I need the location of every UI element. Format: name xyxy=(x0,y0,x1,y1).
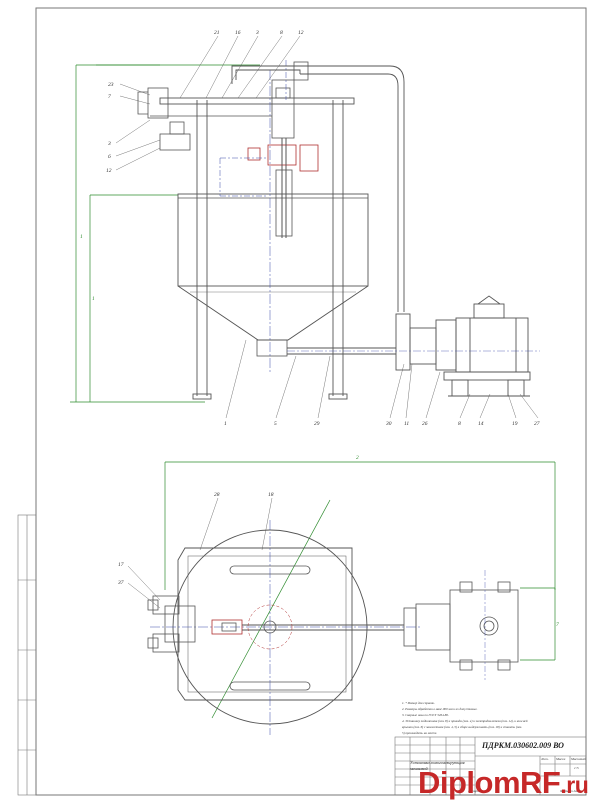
callout: 3 xyxy=(107,141,111,147)
sheet-label: Масса xyxy=(556,757,566,761)
tank-cone xyxy=(177,285,369,341)
callout: 12 xyxy=(298,30,304,36)
note-line: 3. Сварные швы по ГОСТ 5264-80. xyxy=(402,713,449,717)
dimension-value: 7 xyxy=(556,622,559,628)
callout: 30 xyxy=(385,421,392,427)
sheet-frame xyxy=(35,7,587,796)
sheet-scale: 1:5 xyxy=(574,766,579,770)
plan-view xyxy=(127,461,556,735)
callout: 8 xyxy=(458,421,461,427)
title-block xyxy=(394,736,587,796)
callout: 28 xyxy=(214,492,220,498)
drawing-code: ПДРКМ.030602.009 ВО xyxy=(482,741,564,750)
drawing-title-line-2: мешалкой xyxy=(410,766,428,771)
callout: 27 xyxy=(534,421,540,427)
callout: 12 xyxy=(106,168,112,174)
callout: 21 xyxy=(214,30,220,36)
callout: 17 xyxy=(118,562,124,568)
callout: 11 xyxy=(404,421,409,427)
note-line: 5) производить на месте. xyxy=(402,731,438,735)
callout: 14 xyxy=(478,420,484,427)
sheet-format: Формат А1 xyxy=(560,789,578,793)
note-line: 2. Размеры обработки в макс.000 мм и их … xyxy=(402,707,478,711)
callout-labels: 21 16 3 8 12 23 7 3 6 12 1 5 29 30 11 26… xyxy=(80,30,559,628)
drawing-title-line-1: Установка гомогенизирующая xyxy=(410,760,465,765)
dimension-lines-front xyxy=(70,64,260,403)
dimension-value: 2 xyxy=(356,455,359,461)
callout: 37 xyxy=(117,580,124,586)
pump-motor-plan xyxy=(403,570,519,680)
overhead-pipe xyxy=(235,69,301,80)
callout: 6 xyxy=(108,154,111,160)
leader-lines-front xyxy=(115,35,539,419)
tank-legs xyxy=(192,100,348,400)
note-line: крышки (поз. 6) с манжетами (поз. 4, 5) … xyxy=(402,725,523,729)
dimension-value: 1 xyxy=(92,296,95,302)
sheet-label: Лит. xyxy=(541,757,549,761)
outlet-nozzle xyxy=(256,339,288,357)
dimension-lines-plan xyxy=(164,461,556,719)
callout: 26 xyxy=(422,421,428,427)
binding-strip xyxy=(17,514,37,796)
sheet-copied-by: Копировал xyxy=(468,789,484,793)
callout: 7 xyxy=(108,94,111,100)
callout: 18 xyxy=(268,492,274,498)
callout: 5 xyxy=(274,421,277,427)
pump-motor-assembly xyxy=(395,295,531,397)
support-frame-plan xyxy=(177,547,353,701)
callout: 23 xyxy=(108,82,114,88)
callout: 3 xyxy=(255,30,259,36)
top-platform xyxy=(159,97,355,105)
note-line: 4. Установку подшипника (поз. 8) и приво… xyxy=(402,719,528,723)
callout: 1 xyxy=(224,421,227,427)
watermark-tld: .ru xyxy=(560,772,589,798)
callout: 8 xyxy=(280,30,283,36)
watermark-text: DiplomRF xyxy=(418,765,561,800)
note-line: 1. * Размер для справок. xyxy=(402,701,435,705)
agitator-drive xyxy=(271,79,295,139)
front-view xyxy=(70,35,540,419)
watermark: DiplomRF.ru xyxy=(418,765,589,801)
callout: 29 xyxy=(314,421,320,427)
callout: 19 xyxy=(512,421,518,427)
callout: 16 xyxy=(235,30,241,36)
dimension-value: 1 xyxy=(80,234,83,240)
tank-body xyxy=(177,193,369,287)
sheet-label: Масштаб xyxy=(571,757,586,761)
